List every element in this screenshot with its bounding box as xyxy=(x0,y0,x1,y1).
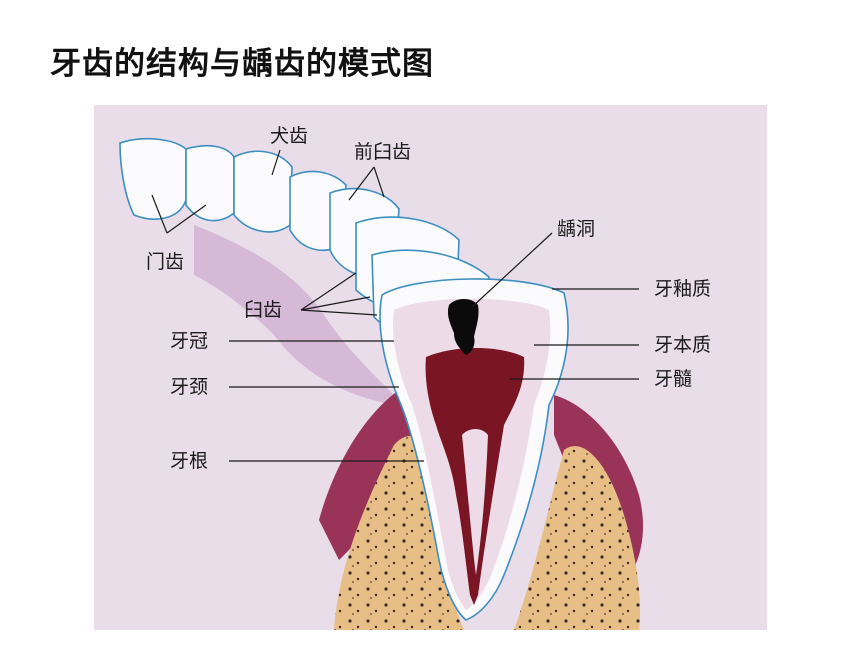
incisor-leader-1 xyxy=(151,194,168,234)
label-crown: 牙冠 xyxy=(170,330,209,352)
page-title: 牙齿的结构与龋齿的模式图 xyxy=(50,46,434,82)
label-pulp: 牙髓 xyxy=(654,368,693,390)
label-root: 牙根 xyxy=(170,450,209,472)
incisor-1 xyxy=(119,137,187,220)
molar-leader-2 xyxy=(300,296,371,311)
leader-lines xyxy=(151,149,639,462)
bone-right-dots xyxy=(514,446,641,630)
label-canine: 犬齿 xyxy=(270,125,309,147)
gum-shadow xyxy=(194,225,394,405)
pulp-inner-dentin xyxy=(462,429,488,575)
tooth-diagram xyxy=(119,137,644,630)
caries-cavity xyxy=(447,299,479,355)
label-neck: 牙颈 xyxy=(170,376,209,398)
caries-leader xyxy=(471,232,553,308)
incisor-leader-2 xyxy=(166,204,207,234)
premolar-leader-1 xyxy=(348,166,375,201)
canine-tooth xyxy=(233,150,293,233)
label-molar: 臼齿 xyxy=(244,299,283,321)
label-incisor: 门齿 xyxy=(146,251,185,273)
label-caries: 龋洞 xyxy=(557,218,596,240)
gum-left xyxy=(319,390,416,560)
incisor-2 xyxy=(185,144,235,222)
label-premolar: 前臼齿 xyxy=(354,141,412,163)
canine-leader xyxy=(271,149,281,176)
label-dentin: 牙本质 xyxy=(654,334,712,356)
molar-leader-1 xyxy=(300,272,357,311)
premolar-leader-2 xyxy=(373,166,385,198)
molar-leader-3 xyxy=(300,309,378,316)
label-enamel: 牙釉质 xyxy=(654,278,712,300)
molar-cross-section xyxy=(379,278,569,621)
tooth-structure-figure: 犬齿 前臼齿 门齿 龋洞 臼齿 牙釉质 牙冠 牙本质 牙颈 牙髓 牙根 xyxy=(94,105,767,630)
